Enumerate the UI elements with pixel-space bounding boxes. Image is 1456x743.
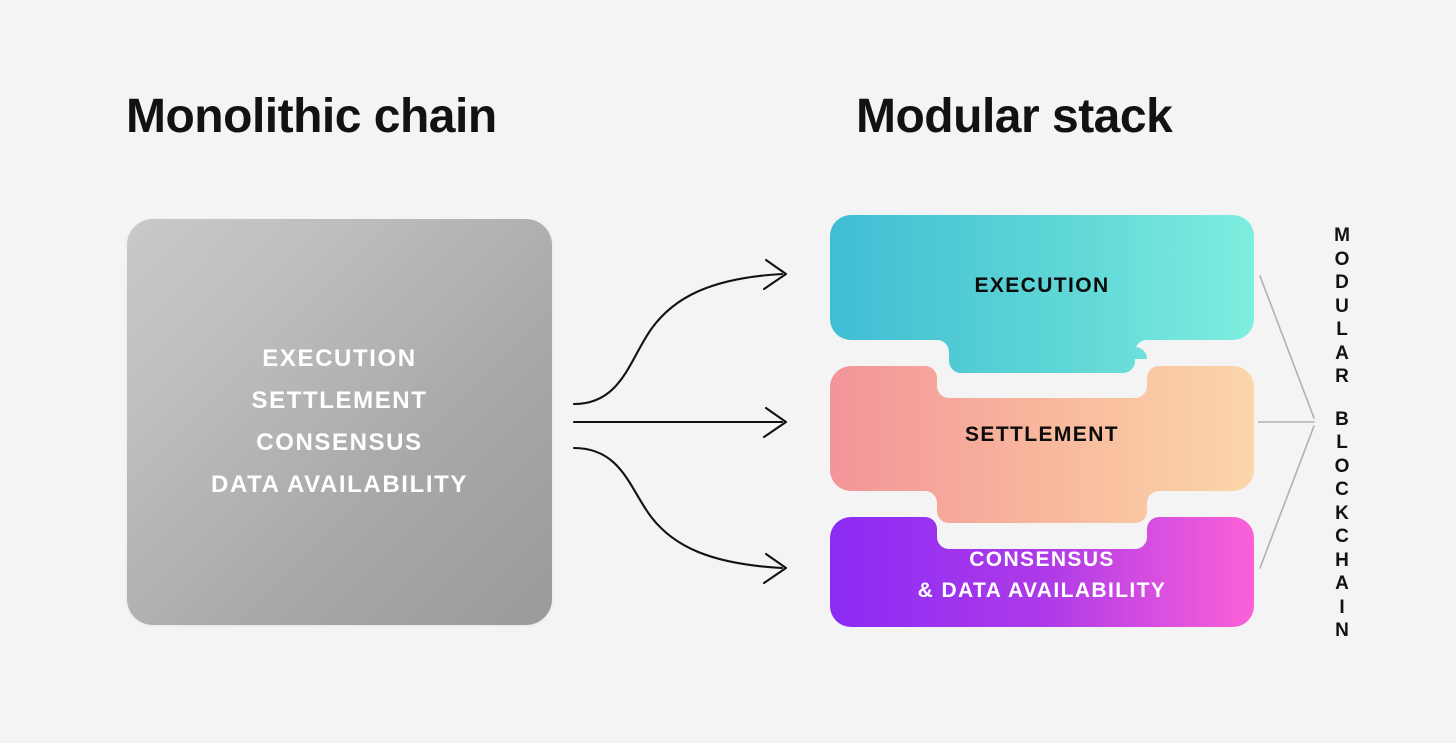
caption-letter-a: A (1335, 342, 1349, 364)
caption-letter-a2: A (1335, 573, 1349, 594)
modular-bracket (1258, 275, 1315, 569)
arrow-down-to-consensus-path (572, 446, 784, 570)
caption-letter-b2: B (1335, 408, 1349, 430)
monolithic-layer-data-availability: DATA AVAILABILITY (211, 471, 468, 498)
modular-column-title: Modular stack (856, 90, 1173, 143)
monolithic-layer-list: EXECUTION SETTLEMENT CONSENSUS DATA AVAI… (127, 338, 552, 506)
caption-letter-c3: C (1335, 526, 1349, 547)
caption-letter-l: L (1336, 319, 1348, 340)
caption-letter-d: D (1335, 272, 1349, 293)
monolithic-layer-execution: EXECUTION (262, 345, 417, 372)
caption-letter-o: O (1334, 248, 1350, 270)
block-consensus-shape (830, 517, 1254, 627)
monolithic-layer-settlement: SETTLEMENT (251, 387, 428, 414)
arrow-straight-to-settlement-head (762, 406, 788, 439)
block-settlement-shape (830, 366, 1254, 523)
arrow-group (572, 258, 788, 585)
caption-letter-c2: C (1335, 479, 1349, 500)
caption-letter-i2: I (1339, 596, 1345, 618)
caption-letter-m: M (1334, 225, 1350, 246)
block-execution-shape (830, 215, 1254, 373)
caption-letter-u: U (1335, 295, 1349, 317)
caption-letter-h2: H (1335, 549, 1349, 571)
bracket-upper-diagonal (1259, 275, 1315, 419)
monolithic-column-title: Monolithic chain (126, 90, 497, 143)
bracket-lower-diagonal (1259, 425, 1315, 569)
caption-letter-r: R (1335, 366, 1349, 387)
caption-letter-n2: N (1335, 620, 1349, 641)
modular-blockchain-caption: M O D U L A R B L O C K C H A I N (1322, 224, 1362, 643)
caption-word-gap (1322, 389, 1362, 408)
caption-letter-o2: O (1334, 455, 1350, 477)
arrow-down-to-consensus-head (762, 552, 788, 585)
modular-stack-group (830, 215, 1254, 627)
monolithic-chain-block: EXECUTION SETTLEMENT CONSENSUS DATA AVAI… (127, 219, 552, 625)
caption-letter-k2: K (1335, 502, 1349, 524)
monolithic-layer-consensus: CONSENSUS (256, 429, 423, 456)
arrow-up-to-execution-path (572, 272, 784, 406)
caption-letter-l2: L (1336, 432, 1348, 453)
arrow-up-to-execution-head (762, 258, 788, 291)
